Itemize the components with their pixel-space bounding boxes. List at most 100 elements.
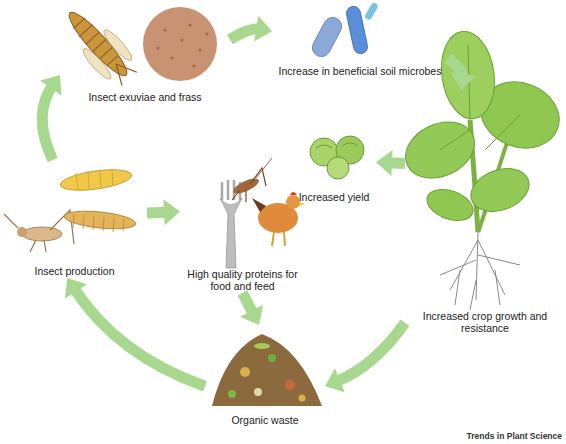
step-label: Organic waste [205,414,325,426]
exuviae-drawing [86,32,99,44]
illustrated-step: Increase in beneficial soil microbes [272,0,448,78]
flow-arrow [448,59,476,91]
text-holder: High quality proteins for food and feed [184,268,302,292]
illustrated-step: Increased crop growth and resistance [405,90,565,335]
exuviae-drawing [80,46,114,82]
frass-pile [143,7,217,81]
step-label: Increased yield [292,191,376,203]
arrow-shaft [230,29,260,39]
brussels-sprouts [316,143,358,148]
arrow-head [376,150,393,176]
arrow-head [40,75,61,96]
text-holder: Organic waste [205,414,325,426]
arrow-head [450,72,476,90]
organic-waste-heap [240,367,250,377]
text-holder: Increased yield [292,191,376,203]
exuviae-drawing [56,0,144,92]
arrow-shaft [448,59,463,79]
organic-waste-heap [228,390,236,398]
microbe-drawing [345,5,369,55]
arrow-head [240,305,263,325]
illustrated-step: Insect exuviae and frass [60,0,230,104]
crop-plant [440,45,520,150]
exuviae-drawing [93,39,106,51]
crop-plant [465,161,535,219]
organic-waste-heap [299,395,306,402]
arrow-shaft [42,85,53,160]
brussels-sprouts [310,136,364,179]
flow-arrow [40,75,61,160]
organic-waste-heap [285,380,295,390]
frass-pile [205,32,208,35]
arrow-head [325,368,345,392]
microbe-drawing [309,2,379,60]
brussels-sprouts [327,157,349,179]
text-holder: Insect production [10,265,140,277]
flow-arrow [147,199,180,225]
arrow-head [254,16,272,42]
food-feed-drawing [220,158,305,268]
insect-drawing [4,210,74,252]
flow-arrow [240,293,263,325]
arrow-shaft [243,293,254,314]
step-label: Increased crop growth and resistance [420,310,550,334]
exuviae-drawing [56,0,144,92]
frass-pile [143,7,217,81]
text-holder: Increase in beneficial soil microbes [272,65,448,77]
journal-credit: Trends in Plant Science [467,431,562,441]
arrow-shaft [74,288,205,386]
illustrated-step: High quality proteins for food and feed [180,145,305,293]
organic-waste-heap [268,354,276,362]
exuviae-drawing [101,27,135,63]
flow-arrow [65,278,205,386]
organic-waste-heap [212,334,322,406]
arrow-shaft [388,157,405,169]
exuviae-drawing [109,64,130,86]
arrow-shaft [147,207,168,219]
food-feed-drawing [252,198,266,212]
crop-plant [436,28,500,122]
microbe-drawing [364,2,379,21]
insect-drawing [4,166,137,252]
frass-pile [188,23,191,26]
insect-drawing [59,166,133,194]
insect-drawing [63,208,136,231]
flow-arrow [230,16,272,42]
food-feed-drawing [286,195,300,209]
frass-pile [163,28,166,31]
frass-pile [192,64,195,67]
step-label: High quality proteins for food and feed [184,268,302,292]
food-feed-drawing [232,168,266,202]
arrow-shaft [336,323,405,382]
exuviae-drawing [73,18,85,29]
illustrated-step: Organic waste [205,325,325,427]
frass-pile [198,48,201,51]
illustrated-step: Insect production [2,160,147,278]
step-label: Increase in beneficial soil microbes [272,65,448,77]
frass-pile [156,46,159,49]
insect-drawing [17,227,27,237]
insect-drawing [22,227,62,241]
step-label: Insect exuviae and frass [65,91,225,103]
frass-pile [180,38,183,41]
insect-drawing [73,214,124,232]
step-label: Insect production [10,265,140,277]
crop-plant [440,232,520,310]
arrow-head [163,199,180,225]
food-feed-drawing [256,158,272,178]
text-holder: Insect exuviae and frass [65,91,225,103]
food-feed-drawing [290,192,297,195]
microbe-drawing [309,14,345,60]
food-feed-drawing [220,198,242,268]
food-feed-drawing [272,232,285,246]
organic-waste-heap [254,388,262,396]
arrow-head [65,278,87,298]
flow-arrow [325,323,405,392]
flow-arrow [376,150,405,176]
exuviae-drawing [79,25,92,37]
frass-pile [170,56,173,59]
organic-waste-heap [254,343,270,349]
text-holder: Increased crop growth and resistance [420,310,550,334]
illustrated-step: Increased yield [292,128,376,204]
